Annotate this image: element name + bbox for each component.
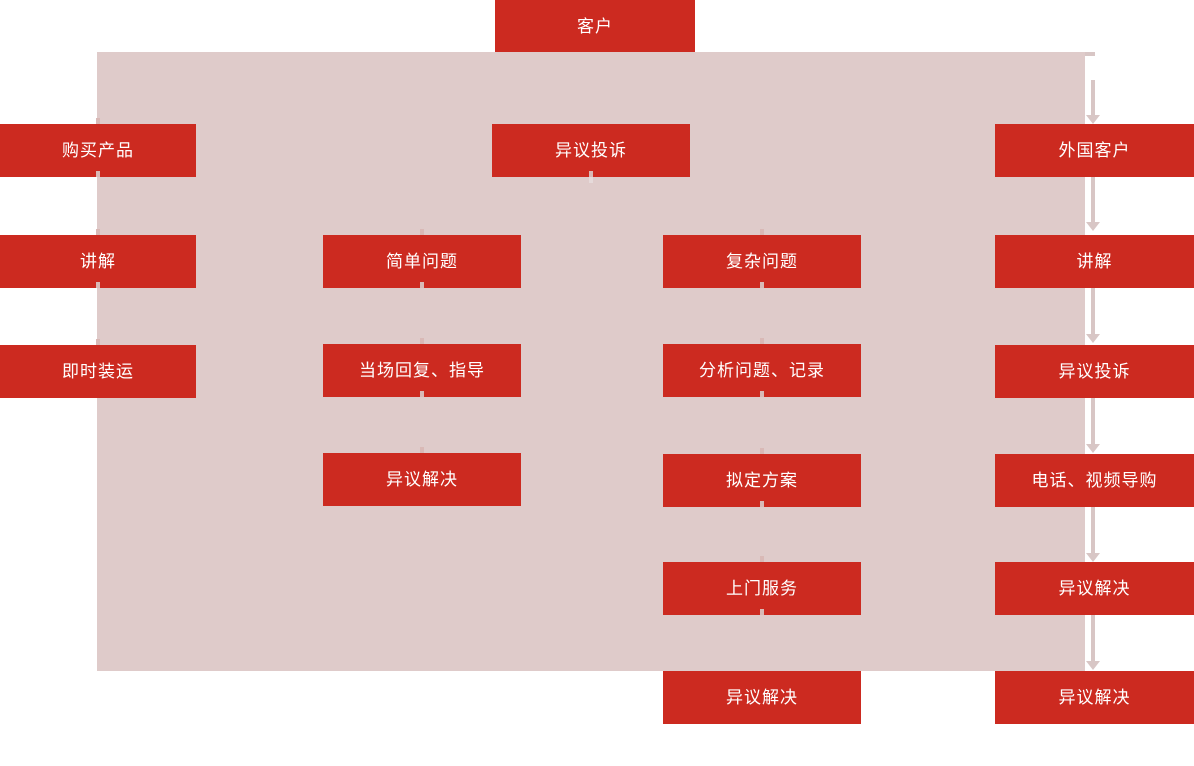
- node-complex-issue[interactable]: 复杂问题: [663, 235, 861, 288]
- connector-stub-simple-issue-top: [420, 229, 424, 235]
- node-complaint-foreign[interactable]: 异议投诉: [995, 345, 1194, 398]
- connector-phone-video-to-resolved: [1091, 507, 1095, 555]
- connector-complaint-down: [589, 177, 593, 183]
- node-draft-plan[interactable]: 拟定方案: [663, 454, 861, 507]
- arrowhead-to-complaint-foreign: [1086, 334, 1100, 343]
- node-complaint-resolved-foreign-1[interactable]: 异议解决: [995, 562, 1194, 615]
- connector-stub-complex-issue-bottom: [760, 282, 764, 288]
- node-buy-product[interactable]: 购买产品: [0, 124, 196, 177]
- connector-stub-explain-domestic-bottom: [96, 282, 100, 288]
- arrowhead-to-explain-foreign: [1086, 222, 1100, 231]
- connector-stub-onsite-service-bottom: [760, 609, 764, 615]
- connector-stub-complaint-top-bottom: [589, 171, 593, 177]
- connector-stub-resolved-simple-top: [420, 447, 424, 453]
- connector-stub-draft-plan-bottom: [760, 501, 764, 507]
- connector-stub-buy-product-bottom: [96, 171, 100, 177]
- node-onsite-service[interactable]: 上门服务: [663, 562, 861, 615]
- node-customer[interactable]: 客户: [495, 0, 695, 52]
- connector-explain-to-complaint-foreign: [1091, 288, 1095, 336]
- node-immediate-shipping[interactable]: 即时装运: [0, 345, 196, 398]
- arrowhead-to-phone-video: [1086, 444, 1100, 453]
- connector-foreign-to-explain: [1091, 177, 1095, 223]
- connector-resolved-to-resolved-foreign: [1091, 615, 1095, 663]
- connector-panel-top-hook: [1085, 52, 1095, 56]
- connector-stub-simple-issue-bottom: [420, 282, 424, 288]
- node-explain-domestic[interactable]: 讲解: [0, 235, 196, 288]
- connector-stub-onsite-service-top: [760, 556, 764, 562]
- node-onsite-reply-guidance[interactable]: 当场回复、指导: [323, 344, 521, 397]
- connector-stub-buy-product-top: [96, 118, 100, 124]
- node-analyze-record[interactable]: 分析问题、记录: [663, 344, 861, 397]
- node-complaint-resolved-simple[interactable]: 异议解决: [323, 453, 521, 506]
- node-complaint-resolved-complex[interactable]: 异议解决: [663, 671, 861, 724]
- connector-stub-onsite-reply-bottom: [420, 391, 424, 397]
- node-phone-video-shopping[interactable]: 电话、视频导购: [995, 454, 1194, 507]
- arrowhead-to-foreign-customer: [1086, 115, 1100, 124]
- connector-stub-draft-plan-top: [760, 448, 764, 454]
- connector-stub-analyze-record-top: [760, 338, 764, 344]
- connector-stub-complex-issue-top: [760, 229, 764, 235]
- node-complaint-resolved-foreign-2[interactable]: 异议解决: [995, 671, 1194, 724]
- arrowhead-to-resolved-foreign-1: [1086, 553, 1100, 562]
- node-simple-issue[interactable]: 简单问题: [323, 235, 521, 288]
- connector-stub-analyze-record-bottom: [760, 391, 764, 397]
- connector-stub-immediate-shipping-top: [96, 339, 100, 345]
- node-complaint-top[interactable]: 异议投诉: [492, 124, 690, 177]
- arrowhead-to-resolved-foreign-2: [1086, 661, 1100, 670]
- connector-stub-onsite-reply-top: [420, 338, 424, 344]
- connector-stub-explain-domestic-top: [96, 229, 100, 235]
- connector-customer-to-foreign: [1091, 80, 1095, 120]
- node-foreign-customer[interactable]: 外国客户: [995, 124, 1194, 177]
- connector-complaint-to-phone-video: [1091, 398, 1095, 446]
- node-explain-foreign[interactable]: 讲解: [995, 235, 1194, 288]
